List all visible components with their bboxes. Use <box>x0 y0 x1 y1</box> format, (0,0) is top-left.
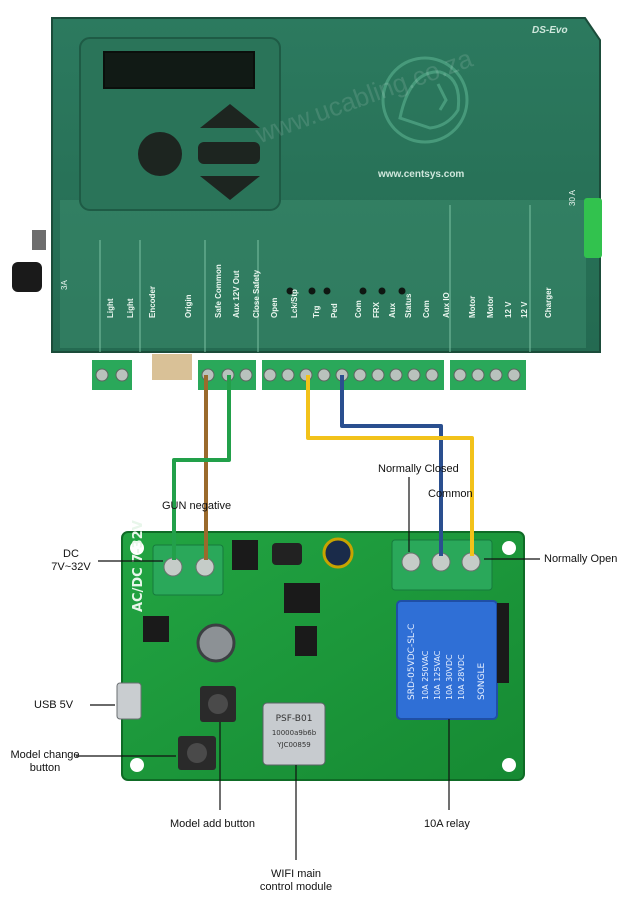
label-usb: USB 5V <box>34 699 74 711</box>
status-leds <box>286 287 406 295</box>
label-model-change-line2: button <box>29 762 61 774</box>
terminal-label: Trg <box>312 305 321 318</box>
terminal-screw <box>425 368 439 382</box>
blue-wire <box>340 375 443 556</box>
label-model-add: Model add button <box>170 818 256 830</box>
label-dc-line1: DC <box>63 548 79 560</box>
terminal-screw <box>239 368 253 382</box>
controller-unit <box>12 17 602 390</box>
terminal-screw <box>371 368 385 382</box>
terminal-label: Com <box>354 300 363 318</box>
capacitor <box>196 623 236 663</box>
green-wire <box>172 375 231 560</box>
label-wifi: WIFI main control module <box>246 868 346 894</box>
terminal-screw <box>281 368 295 382</box>
keypad-down-button[interactable] <box>200 176 260 200</box>
terminal-label: Status <box>404 293 413 318</box>
input-silkscreen: AC/DC 7-32V <box>131 520 146 612</box>
terminal-label: Close Safety <box>252 269 261 318</box>
label-model-change-line1: Model change <box>10 749 80 761</box>
terminal-label: Safe Common <box>214 264 223 318</box>
terminal-label: Ped <box>330 303 339 318</box>
fuse-label: 30 A <box>568 189 577 206</box>
relay-rating-1: 10A 250VAC <box>421 650 430 700</box>
wifi-chip-line-3: YJC00859 <box>276 741 311 749</box>
label-wifi-line2: control module <box>259 881 333 893</box>
terminal-screw <box>389 368 403 382</box>
terminal-screw <box>489 368 503 382</box>
controller-website: www.centsys.com <box>378 169 465 180</box>
label-normally-open: Normally Open <box>544 553 618 565</box>
terminal-screw <box>263 368 277 382</box>
wifi-chip-line-1: PSF-B01 <box>276 714 313 724</box>
centsys-logo <box>381 56 469 144</box>
keypad-middle-button[interactable] <box>198 142 260 164</box>
terminal-label: Motor <box>486 295 495 318</box>
capacitor <box>322 537 354 569</box>
terminal-screw <box>453 368 467 382</box>
terminal-label: Aux <box>388 302 397 318</box>
terminal-screw <box>471 368 485 382</box>
left-fuse-label: 3A <box>60 280 69 290</box>
terminal-screw <box>95 368 109 382</box>
label-gun-negative: GUN negative <box>162 500 232 512</box>
relay-board: PSF-B01 10000a9b6b YJC00859 SRD-05VDC-SL… <box>116 520 525 781</box>
terminal-label: Aux IO <box>442 292 451 318</box>
keypad-up-button[interactable] <box>200 104 260 128</box>
label-wifi-line1: WIFI main <box>270 868 322 880</box>
terminal-label: Charger <box>544 287 553 318</box>
terminal-label: Com <box>422 300 431 318</box>
relay-rating-2: 10A 125VAC <box>433 650 442 700</box>
terminal-screw <box>115 368 129 382</box>
terminal-screw <box>317 368 331 382</box>
wifi-module <box>262 702 326 766</box>
leader-lines <box>76 477 540 860</box>
terminal-screw <box>507 368 521 382</box>
terminal-screw <box>407 368 421 382</box>
lcd-screen <box>103 51 255 89</box>
controller-model-label: DS-Evo <box>532 25 568 36</box>
wifi-chip-line-2: 10000a9b6b <box>272 729 317 737</box>
label-common: Common <box>428 488 473 500</box>
label-model-change: Model change button <box>2 749 88 775</box>
terminal-label: Motor <box>468 295 477 318</box>
relay-rating-3: 10A 30VDC <box>445 654 454 700</box>
terminal-screw <box>353 368 367 382</box>
terminal-label: Light <box>126 298 135 318</box>
terminal-label: Lck/Stp <box>290 289 299 318</box>
usb-port[interactable] <box>116 682 142 720</box>
label-dc: DC 7V~32V <box>42 548 100 574</box>
label-dc-line2: 7V~32V <box>51 561 91 573</box>
label-10a-relay: 10A relay <box>424 818 470 830</box>
terminal-label: 12 V <box>504 301 513 318</box>
yellow-wire <box>306 375 474 556</box>
terminal-label: Aux 12V Out <box>232 270 241 318</box>
terminal-label: Light <box>106 298 115 318</box>
terminal-label: Encoder <box>148 285 157 318</box>
terminal-label: 12 V <box>520 301 529 318</box>
label-normally-closed: Normally Closed <box>378 463 459 475</box>
wires <box>172 375 474 560</box>
terminal-label: Origin <box>184 294 193 318</box>
terminal-label: FRX <box>372 302 381 318</box>
keypad-enter-button[interactable] <box>138 132 182 176</box>
relay-rating-4: 10A 28VDC <box>457 654 466 700</box>
terminal-label: Open <box>270 297 279 318</box>
relay-brand: SONGLE <box>477 662 487 700</box>
relay-model-text: SRD-05VDC-SL-C <box>407 624 417 700</box>
